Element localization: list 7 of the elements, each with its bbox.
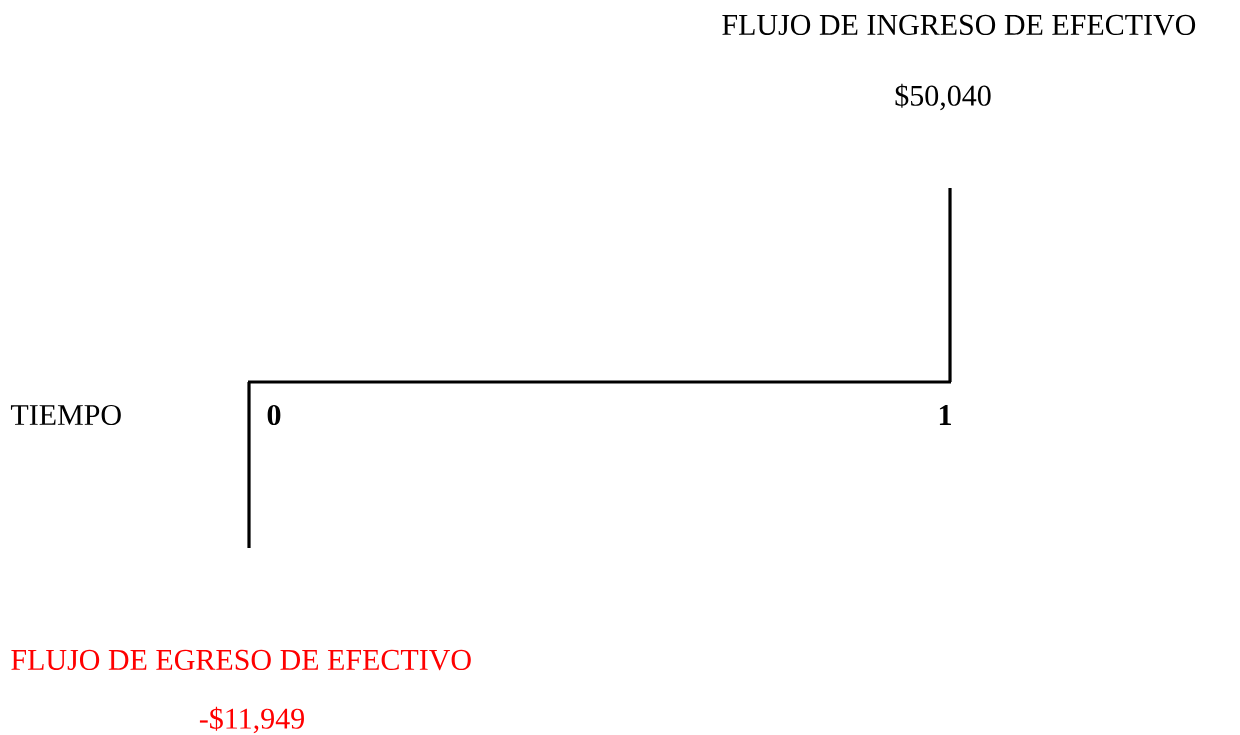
axis-label: TIEMPO (10, 404, 121, 426)
amount-text: $50,040 (895, 83, 991, 111)
heading-text: FLUJO DE INGRESO DE EFECTIVO (722, 14, 1196, 36)
period-number: 0 (267, 404, 281, 426)
heading-text: FLUJO DE EGRESO DE EFECTIVO (11, 649, 471, 671)
amount-text: -$11,949 (199, 706, 304, 734)
period-number: 1 (939, 405, 951, 425)
